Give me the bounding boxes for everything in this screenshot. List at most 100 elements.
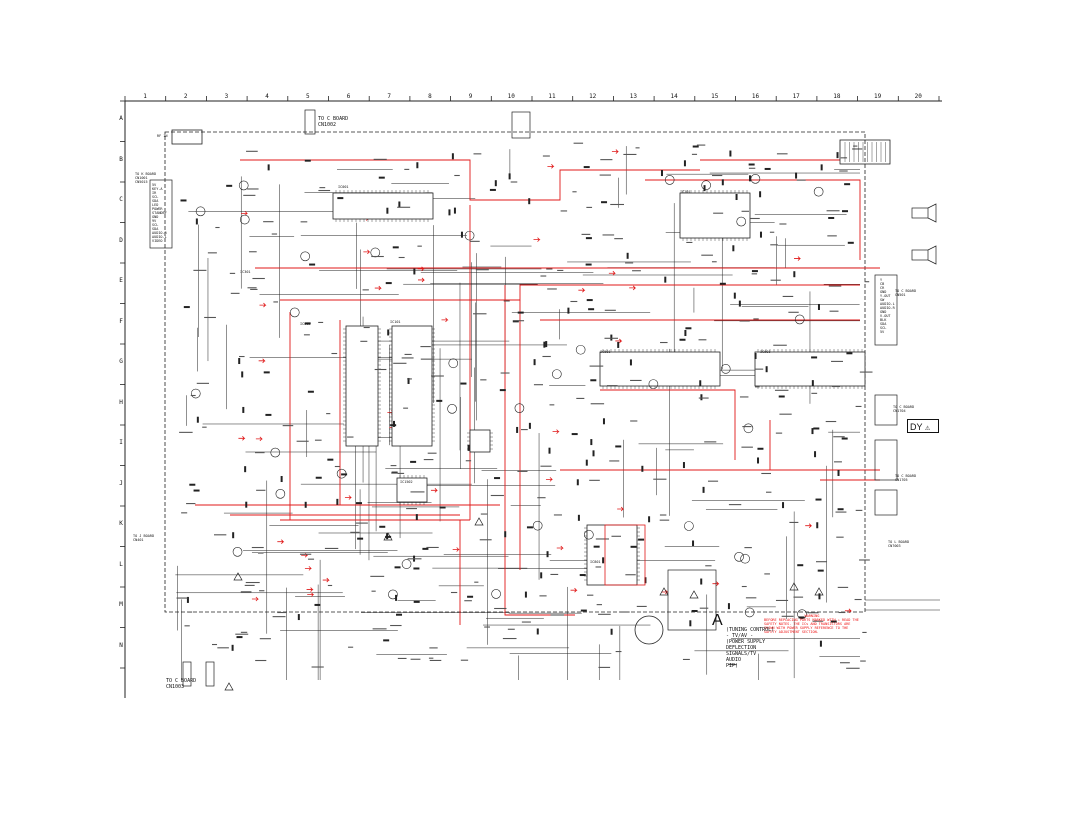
component-symbol — [700, 394, 703, 401]
connector-pin-label: KEY-A — [152, 187, 163, 191]
component-symbol — [337, 197, 344, 200]
component-symbol — [186, 596, 189, 603]
transistor-symbol — [491, 589, 501, 599]
row-letter: F — [119, 317, 123, 325]
component-symbol — [383, 639, 390, 642]
component-symbol — [304, 159, 311, 162]
component-symbol — [660, 170, 663, 177]
component-symbol — [817, 569, 824, 572]
component-symbol — [524, 591, 527, 598]
signal-arrow — [258, 358, 266, 364]
component-symbol — [644, 577, 647, 584]
component-symbol — [448, 209, 451, 216]
transistor-symbol — [232, 546, 243, 557]
connector-pin-label: SDA — [880, 322, 887, 326]
ic-body — [679, 192, 751, 239]
component-symbol — [396, 613, 403, 616]
component-symbol — [638, 538, 645, 541]
row-letter: B — [119, 155, 123, 163]
component-symbol — [183, 306, 190, 309]
signal-arrow — [578, 287, 586, 293]
board-letter: A — [712, 612, 723, 629]
component-symbol — [536, 628, 539, 635]
row-letter: D — [119, 236, 123, 244]
ic-body — [391, 325, 433, 447]
component-symbol — [508, 173, 511, 180]
connector-pin-label: GND — [880, 310, 887, 314]
component-symbol — [439, 506, 446, 509]
row-letter: A — [119, 115, 123, 122]
component-symbol — [304, 322, 311, 325]
right-connector-block — [874, 274, 898, 346]
connector-pin-label: SW — [880, 298, 885, 302]
transistor-symbol — [388, 589, 398, 600]
connector-pin-label: 5V — [152, 183, 157, 187]
board-title-line: SIGNALS/TV — [726, 651, 757, 657]
component-symbol — [757, 457, 760, 464]
component-symbol — [692, 540, 695, 547]
column-number: 15 — [711, 93, 719, 100]
component-symbol — [699, 380, 702, 387]
component-symbol — [189, 483, 196, 486]
component-symbol — [602, 418, 605, 425]
signal-arrow — [306, 587, 314, 592]
column-number: 18 — [833, 93, 841, 100]
signal-arrow — [277, 539, 285, 544]
component-symbol — [759, 191, 762, 198]
component-symbol — [811, 356, 818, 359]
top-connector — [511, 111, 531, 139]
top-connector — [304, 109, 316, 135]
connector-pin-label: STANDBY — [152, 211, 167, 215]
transistor-symbol — [750, 174, 761, 184]
connector-pin-label: CR — [880, 286, 885, 290]
component-symbol — [759, 231, 762, 238]
component-symbol — [356, 502, 363, 505]
row-letter: M — [119, 601, 123, 608]
component-symbol — [196, 416, 199, 423]
connector-pin-label: AUDIO-R — [152, 231, 167, 235]
component-symbol — [729, 150, 732, 157]
transistor-symbol — [552, 369, 562, 379]
component-symbol — [782, 502, 785, 509]
signal-arrow — [552, 429, 560, 434]
signal-arrow — [307, 592, 315, 597]
component-symbol — [453, 207, 456, 214]
component-symbol — [314, 603, 321, 606]
connector-pin-label: LED — [152, 203, 159, 207]
component-symbol — [309, 263, 316, 266]
component-symbol — [180, 199, 187, 202]
transistor-symbol — [270, 447, 281, 458]
row-letter: C — [119, 196, 123, 203]
signal-arrow — [556, 545, 564, 551]
connector-pin-label: AUDIO-R — [880, 306, 895, 310]
component-symbol — [387, 329, 390, 336]
ic-label: IC801 — [590, 560, 601, 564]
component-symbol — [395, 594, 398, 601]
component-symbol — [460, 382, 467, 385]
component-symbol — [413, 567, 420, 570]
signal-arrow — [547, 164, 555, 169]
ic-label: IC601 — [760, 350, 771, 354]
transistor-symbol — [797, 609, 807, 619]
signal-arrow — [608, 270, 616, 276]
component-symbol — [585, 263, 592, 266]
component-symbol — [648, 516, 651, 523]
signal-arrow — [629, 285, 637, 291]
ic-body — [332, 192, 434, 220]
component-symbol — [727, 603, 730, 610]
component-symbol — [828, 216, 835, 219]
component-symbol — [394, 566, 401, 569]
column-number: 6 — [346, 93, 351, 100]
warning-triangle-icon — [659, 587, 669, 596]
component-symbol — [231, 644, 234, 651]
component-symbol — [601, 201, 608, 204]
signal-arrow — [661, 589, 669, 595]
transistor-symbol — [720, 364, 731, 374]
component-symbol — [615, 445, 622, 448]
component-symbol — [830, 620, 837, 623]
signal-arrow — [611, 149, 619, 154]
signal-arrow — [259, 302, 267, 308]
component-symbol — [517, 311, 524, 314]
